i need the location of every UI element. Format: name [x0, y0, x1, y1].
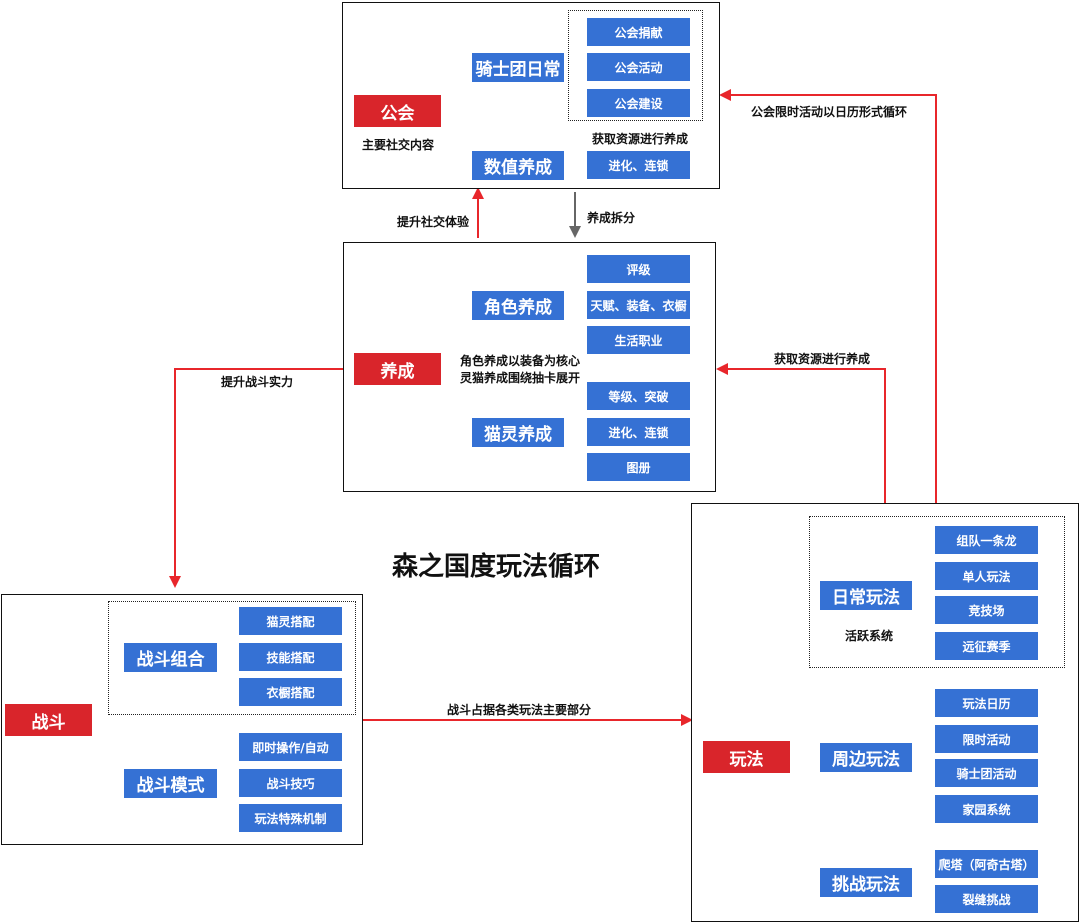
growth-caption-line-2: 灵猫养成围绕抽卡展开: [460, 371, 581, 385]
growth-leaf-rating[interactable]: 评级: [587, 255, 690, 283]
flow-label-battle-to-play: 战斗占据各类玩法主要部分: [447, 703, 592, 717]
guild-root-node[interactable]: 公会: [354, 95, 441, 127]
growth-leaf-talent-gear-wardrobe[interactable]: 天赋、装备、衣橱: [587, 291, 690, 319]
play-root-node[interactable]: 玩法: [703, 741, 790, 773]
play-leaf-tower[interactable]: 爬塔（阿奇古塔）: [935, 850, 1038, 878]
play-leaf-rift[interactable]: 裂缝挑战: [935, 885, 1038, 913]
flow-label-growth-to-guild: 提升社交体验: [397, 215, 470, 229]
guild-leaf-donate[interactable]: 公会捐献: [587, 18, 690, 46]
flow-label-play-to-growth: 获取资源进行养成: [774, 352, 871, 366]
guild-leaf-activity[interactable]: 公会活动: [587, 53, 690, 81]
battle-leaf-cat-match[interactable]: 猫灵搭配: [239, 607, 342, 635]
growth-node-character[interactable]: 角色养成: [472, 291, 564, 320]
guild-node-stat-growth[interactable]: 数值养成: [472, 151, 564, 180]
play-node-challenge[interactable]: 挑战玩法: [820, 868, 912, 897]
guild-node-knight-daily[interactable]: 骑士团日常: [472, 53, 564, 82]
play-daily-caption: 活跃系统: [845, 629, 894, 643]
growth-leaf-level-breakthrough[interactable]: 等级、突破: [587, 382, 690, 410]
guild-leaf-build[interactable]: 公会建设: [587, 89, 690, 117]
play-daily-group: [809, 516, 1065, 668]
growth-caption-line-1: 角色养成以装备为核心: [460, 354, 581, 368]
battle-node-combo[interactable]: 战斗组合: [124, 643, 217, 672]
guild-caption: 主要社交内容: [362, 138, 435, 152]
flow-label-play-to-guild: 公会限时活动以日历形式循环: [751, 105, 908, 119]
play-leaf-home[interactable]: 家园系统: [935, 795, 1038, 823]
growth-leaf-life-job[interactable]: 生活职业: [587, 326, 690, 354]
battle-leaf-skills[interactable]: 战斗技巧: [239, 769, 342, 797]
play-node-peripheral[interactable]: 周边玩法: [820, 743, 912, 772]
play-leaf-limited-event[interactable]: 限时活动: [935, 725, 1038, 753]
battle-leaf-realtime-auto[interactable]: 即时操作/自动: [239, 733, 342, 761]
play-node-daily[interactable]: 日常玩法: [820, 581, 912, 610]
battle-leaf-special-mechanics[interactable]: 玩法特殊机制: [239, 804, 342, 832]
growth-root-node[interactable]: 养成: [354, 353, 441, 385]
flow-label-growth-to-battle: 提升战斗实力: [221, 375, 294, 389]
growth-leaf-album[interactable]: 图册: [587, 453, 690, 481]
diagram-title: 森之国度玩法循环: [392, 552, 601, 582]
play-leaf-knight-event[interactable]: 骑士团活动: [935, 759, 1038, 787]
guild-daily-group: [568, 10, 703, 121]
play-leaf-arena[interactable]: 竞技场: [935, 596, 1038, 624]
guild-inner-note: 获取资源进行养成: [592, 132, 689, 146]
play-leaf-team-run[interactable]: 组队一条龙: [935, 526, 1038, 554]
battle-node-mode[interactable]: 战斗模式: [124, 769, 217, 798]
play-leaf-solo[interactable]: 单人玩法: [935, 562, 1038, 590]
growth-node-cat-spirit[interactable]: 猫灵养成: [472, 418, 564, 447]
growth-leaf-evolve-chain[interactable]: 进化、连锁: [587, 418, 690, 446]
flow-label-guild-to-growth: 养成拆分: [587, 211, 636, 225]
play-leaf-expedition-season[interactable]: 远征赛季: [935, 632, 1038, 660]
battle-root-node[interactable]: 战斗: [5, 704, 92, 736]
guild-leaf-evolve-chain[interactable]: 进化、连锁: [587, 151, 690, 179]
battle-leaf-wardrobe-match[interactable]: 衣橱搭配: [239, 678, 342, 706]
battle-leaf-skill-match[interactable]: 技能搭配: [239, 643, 342, 671]
battle-combo-group: [108, 601, 356, 715]
play-leaf-calendar[interactable]: 玩法日历: [935, 689, 1038, 717]
